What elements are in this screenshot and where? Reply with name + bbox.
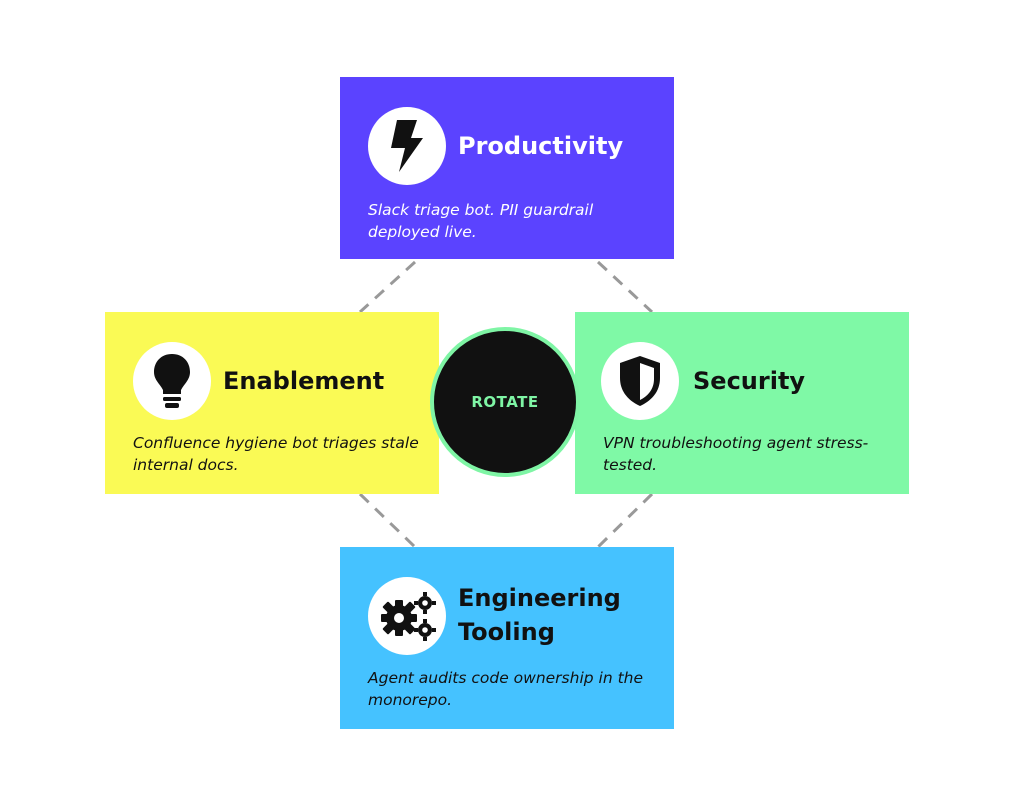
productivity-title: Productivity [458,132,624,160]
rotate-hub: ROTATE [430,327,580,477]
connector-top-left [358,260,417,314]
productivity-description: Slack triage bot. PII guardrail deployed… [368,201,594,241]
security-title: Security [693,367,806,395]
engineering-tooling-card: Engineering Tooling Agent audits code ow… [340,547,674,729]
security-icon-badge [601,342,679,420]
security-description: VPN troubleshooting agent stress-tested. [603,434,869,474]
enablement-description: Confluence hygiene bot triages stale int… [133,434,419,474]
lightbulb-icon [154,354,190,408]
gears-icon [381,592,436,641]
shield-icon [620,356,660,406]
enablement-icon-badge [133,342,211,420]
enablement-title: Enablement [223,367,385,395]
connector-top-right [596,260,654,314]
rotate-label: ROTATE [471,393,539,411]
enablement-card: Enablement Confluence hygiene bot triage… [105,312,439,494]
productivity-icon-badge [368,107,446,185]
productivity-card: Productivity Slack triage bot. PII guard… [340,77,674,259]
engineering-icon-badge [368,577,446,655]
engineering-tooling-title: Engineering Tooling [458,584,621,646]
connector-bottom-right [596,492,654,549]
connector-bottom-left [358,492,417,549]
security-card: Security VPN troubleshooting agent stres… [575,312,909,494]
engineering-tooling-description: Agent audits code ownership in the monor… [368,669,644,709]
lightning-bolt-icon [391,120,423,172]
